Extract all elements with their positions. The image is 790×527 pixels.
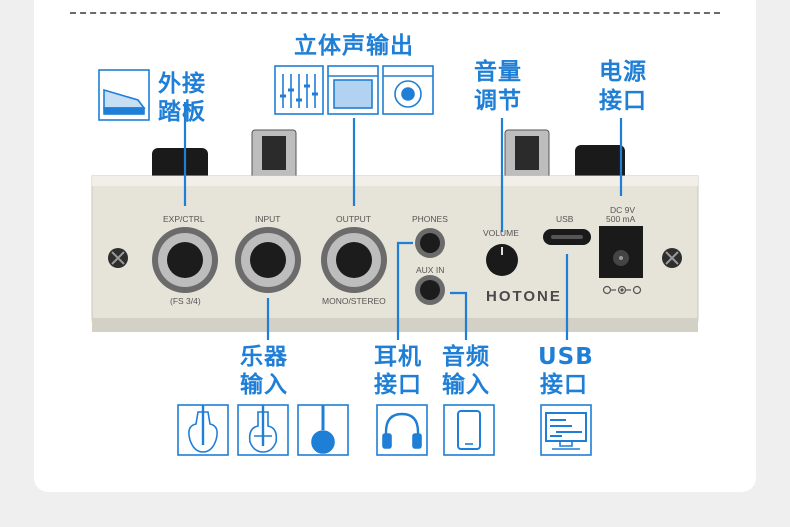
jack-aux	[415, 275, 445, 305]
screw-left	[108, 248, 128, 268]
panel-label-aux-in: AUX IN	[416, 265, 445, 275]
usb-port	[543, 229, 591, 245]
callout-audio-in-line2: 输入	[442, 372, 490, 398]
panel-label-output: OUTPUT	[336, 214, 371, 224]
callout-lines	[183, 102, 623, 340]
panel-label-dc: DC 9V	[610, 205, 636, 215]
callout-power-line2: 接口	[599, 88, 647, 114]
callout-headphone-line1: 耳机	[374, 344, 422, 370]
brand-logo: HOTONE	[486, 288, 562, 305]
speaker-cabinet-icon	[382, 65, 434, 115]
callout-volume-line1: 音量	[474, 59, 522, 85]
electric-guitar-icon	[177, 404, 229, 456]
panel-label-input: INPUT	[255, 214, 281, 224]
panel-label-usb: USB	[556, 214, 574, 224]
callout-headphone-line2: 接口	[374, 372, 422, 398]
headphones-icon	[376, 404, 428, 456]
jack-output	[321, 227, 387, 293]
jack-phones	[415, 228, 445, 258]
jack-input	[235, 227, 301, 293]
callout-instrument-in-line2: 输入	[240, 372, 288, 398]
callout-usb-line1: USB	[538, 344, 594, 370]
panel-label-mono-stereo: MONO/STEREO	[322, 296, 386, 306]
panel-label-exp-ctrl: EXP/CTRL	[163, 214, 205, 224]
callout-power-line1: 电源	[599, 59, 647, 85]
callout-audio-in-line1: 音频	[442, 344, 490, 370]
bass-guitar-icon	[237, 404, 289, 456]
knob-left	[152, 148, 208, 184]
polarity-symbol	[602, 285, 642, 295]
amp-icon	[327, 65, 379, 115]
panel-label-current: 500 mA	[606, 214, 636, 224]
callout-instrument-in-line1: 乐器	[240, 344, 288, 370]
callout-exp-pedal-line1: 外接	[158, 71, 206, 97]
callout-exp-pedal-line2: 踏板	[158, 99, 206, 125]
dashed-divider	[70, 12, 720, 14]
smartphone-icon	[443, 404, 495, 456]
volume-knob	[486, 244, 518, 276]
callout-stereo-output: 立体声输出	[294, 33, 414, 59]
jack-exp-ctrl	[152, 227, 218, 293]
mixer-icon	[274, 65, 324, 115]
acoustic-guitar-icon	[297, 404, 349, 456]
knob-right	[575, 145, 625, 185]
computer-monitor-icon	[540, 404, 592, 456]
panel-label-phones: PHONES	[412, 214, 448, 224]
callout-volume-line2: 调节	[474, 88, 522, 114]
panel-label-volume: VOLUME	[483, 228, 519, 238]
dc-jack	[599, 226, 643, 278]
callout-usb-line2: 接口	[540, 372, 588, 398]
panel-label-fs: (FS 3/4)	[170, 296, 201, 306]
expression-pedal-icon	[98, 69, 150, 121]
screw-right	[662, 248, 682, 268]
